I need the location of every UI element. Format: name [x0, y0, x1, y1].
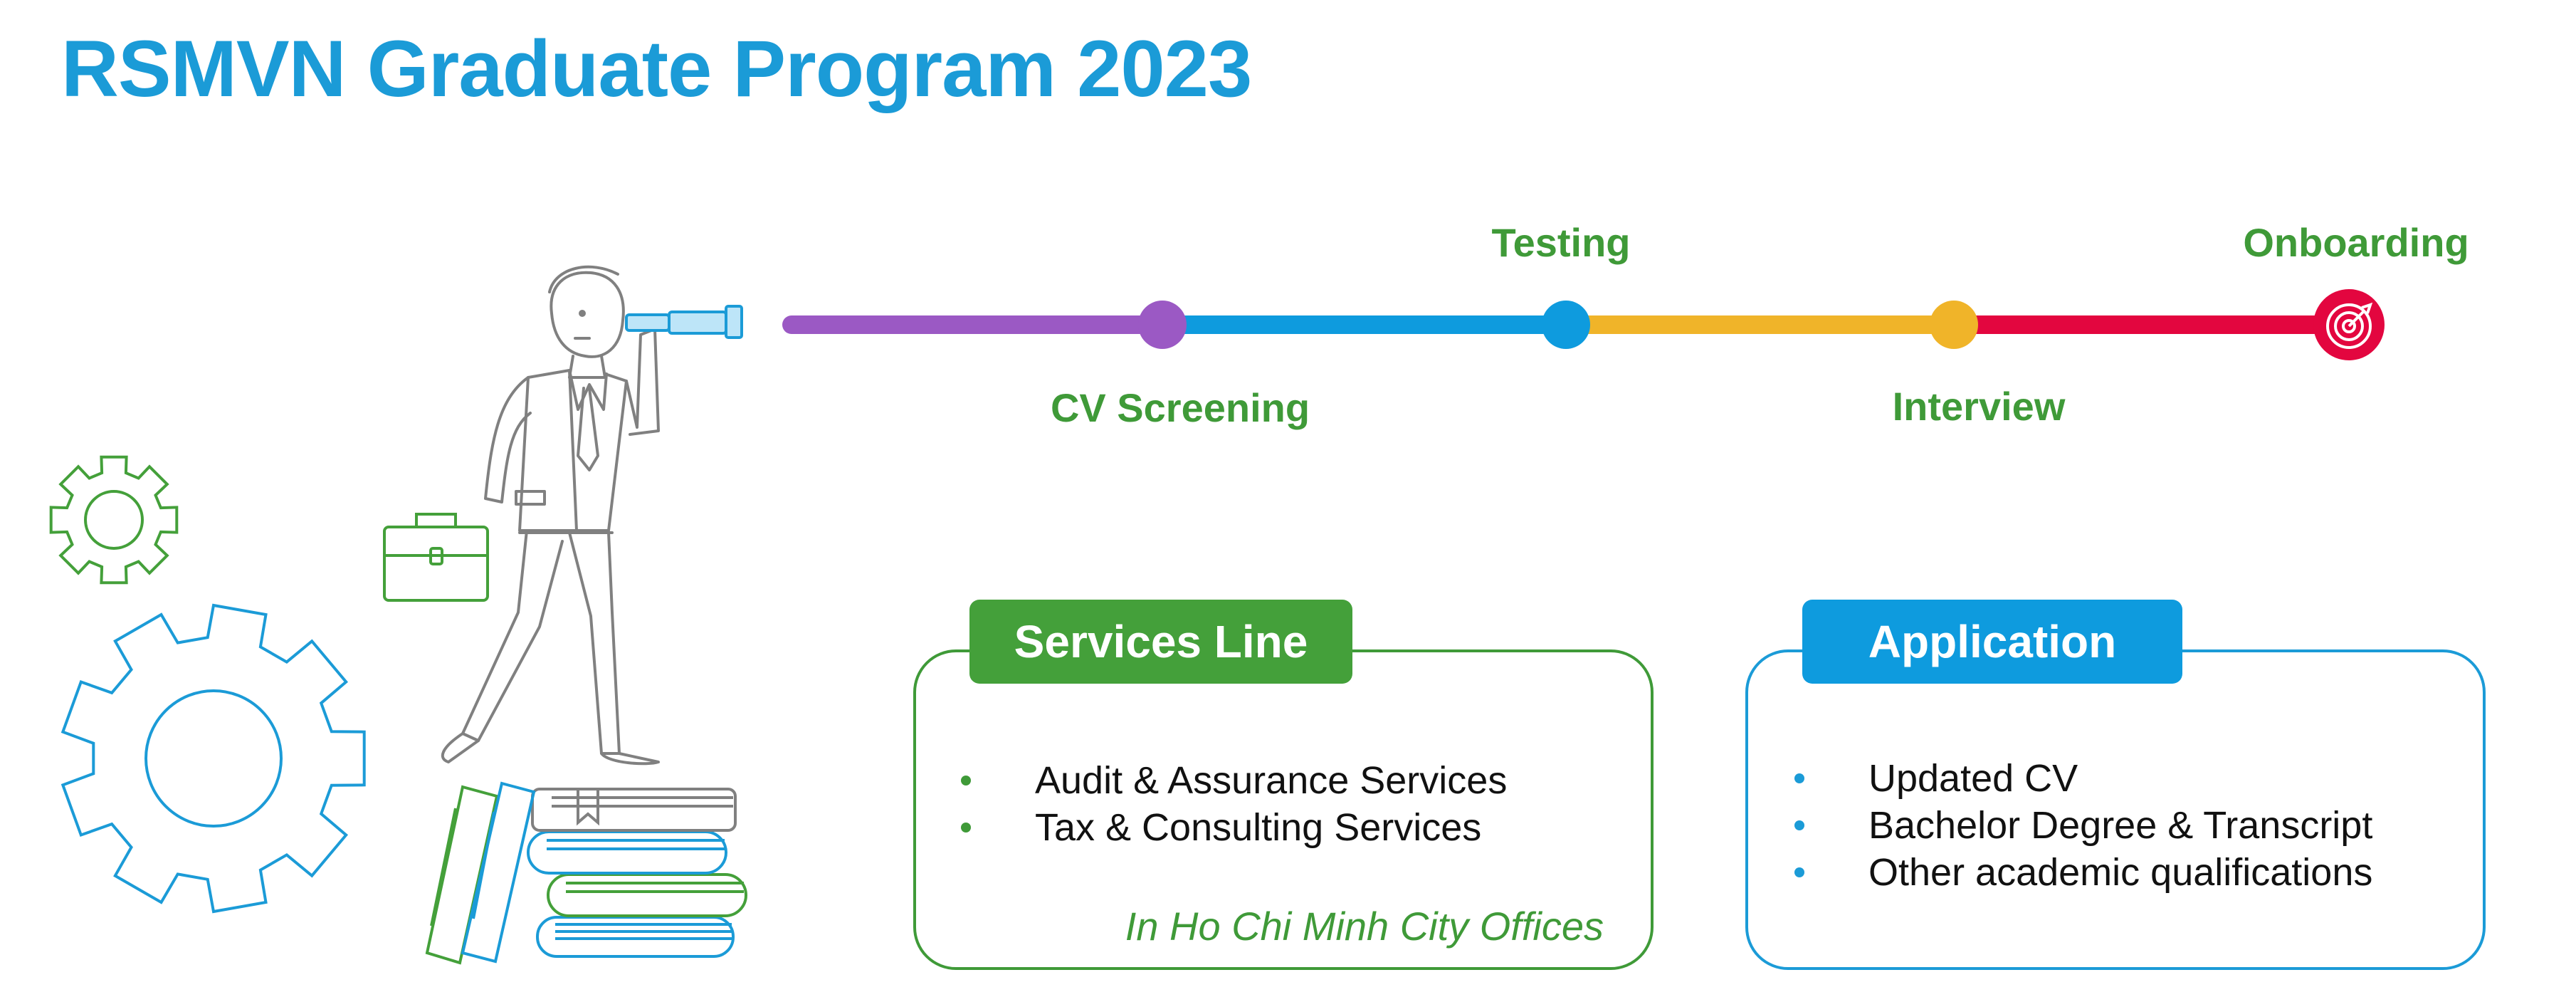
- telescope-icon: [625, 305, 743, 339]
- list-item: Audit & Assurance Services: [961, 757, 1507, 804]
- list-item: Updated CV: [1794, 755, 2372, 802]
- target-icon: [2313, 289, 2385, 360]
- services-card: [913, 649, 1654, 970]
- application-list: Updated CV Bachelor Degree & Transcript …: [1794, 755, 2372, 896]
- stage-label-testing: Testing: [1491, 220, 1631, 265]
- bullet-icon: [961, 823, 971, 833]
- bullet-icon: [1794, 820, 1804, 830]
- list-item: Tax & Consulting Services: [961, 804, 1507, 851]
- bullet-icon: [1794, 867, 1804, 877]
- bullet-icon: [1794, 773, 1804, 783]
- bullet-icon: [961, 776, 971, 786]
- briefcase-icon: [383, 513, 489, 602]
- list-item-text: Tax & Consulting Services: [1035, 806, 1482, 849]
- gear-icon: [61, 603, 366, 914]
- services-heading: Services Line: [969, 600, 1352, 684]
- list-item: Other academic qualifications: [1794, 849, 2372, 896]
- stage-label-onboarding: Onboarding: [2243, 220, 2469, 265]
- timeline-node-cv-screening: [1138, 301, 1187, 349]
- list-item-text: Updated CV: [1868, 757, 2078, 800]
- stage-label-cv-screening: CV Screening: [1050, 385, 1310, 430]
- page-title: RSMVN Graduate Program 2023: [61, 24, 1252, 113]
- businessman-icon: [441, 265, 660, 766]
- list-item-text: Audit & Assurance Services: [1035, 759, 1508, 802]
- books-icon: [425, 781, 747, 965]
- list-item-text: Bachelor Degree & Transcript: [1868, 804, 2373, 847]
- list-item-text: Other academic qualifications: [1868, 851, 2373, 894]
- application-heading: Application: [1802, 600, 2182, 684]
- services-list: Audit & Assurance Services Tax & Consult…: [961, 757, 1507, 851]
- stage-label-interview: Interview: [1892, 384, 2066, 429]
- gear-icon: [49, 455, 179, 585]
- location-note: In Ho Chi Minh City Offices: [1125, 904, 1604, 949]
- timeline-node-interview: [1930, 301, 1978, 349]
- timeline-node-testing: [1542, 301, 1590, 349]
- list-item: Bachelor Degree & Transcript: [1794, 802, 2372, 849]
